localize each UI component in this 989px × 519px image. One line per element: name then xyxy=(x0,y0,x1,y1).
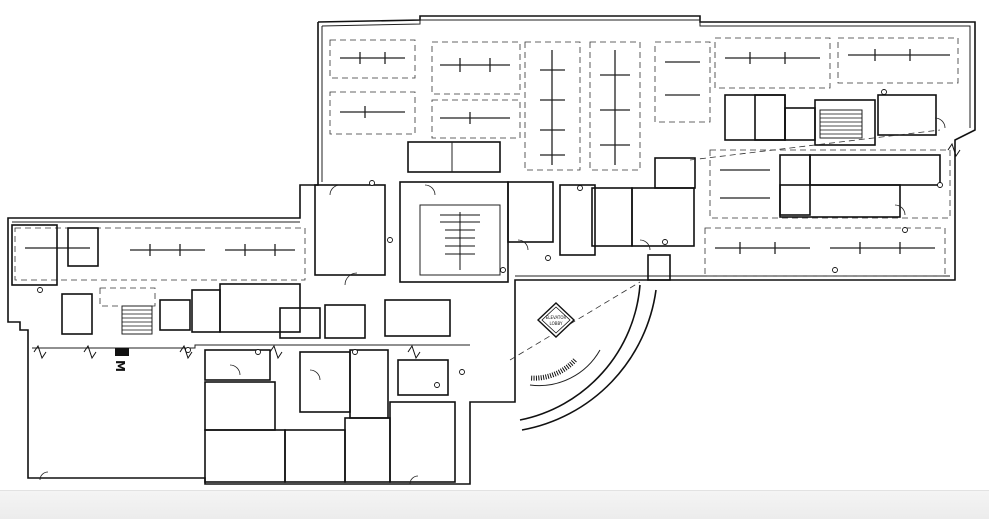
north-arrow-letter: M xyxy=(113,360,127,372)
wall-breaks xyxy=(33,142,961,360)
elevator-sign-line2: LOBBY xyxy=(550,321,564,326)
footer-strip xyxy=(0,490,989,519)
outlet-symbols xyxy=(37,89,943,388)
door-swings xyxy=(39,117,946,485)
north-arrow: M xyxy=(113,348,129,372)
curved-lobby xyxy=(509,129,941,431)
elevator-sign-line1: ELEVATOR xyxy=(546,315,567,320)
central-stair xyxy=(419,204,501,276)
floor-plan: ELEVATOR LOBBY M xyxy=(7,15,976,485)
stairwells xyxy=(121,109,863,335)
ceiling-grid-area xyxy=(14,37,959,307)
elevator-lobby-sign: ELEVATOR LOBBY xyxy=(536,302,576,338)
interior-rooms xyxy=(11,94,941,483)
light-fixtures xyxy=(25,49,950,256)
